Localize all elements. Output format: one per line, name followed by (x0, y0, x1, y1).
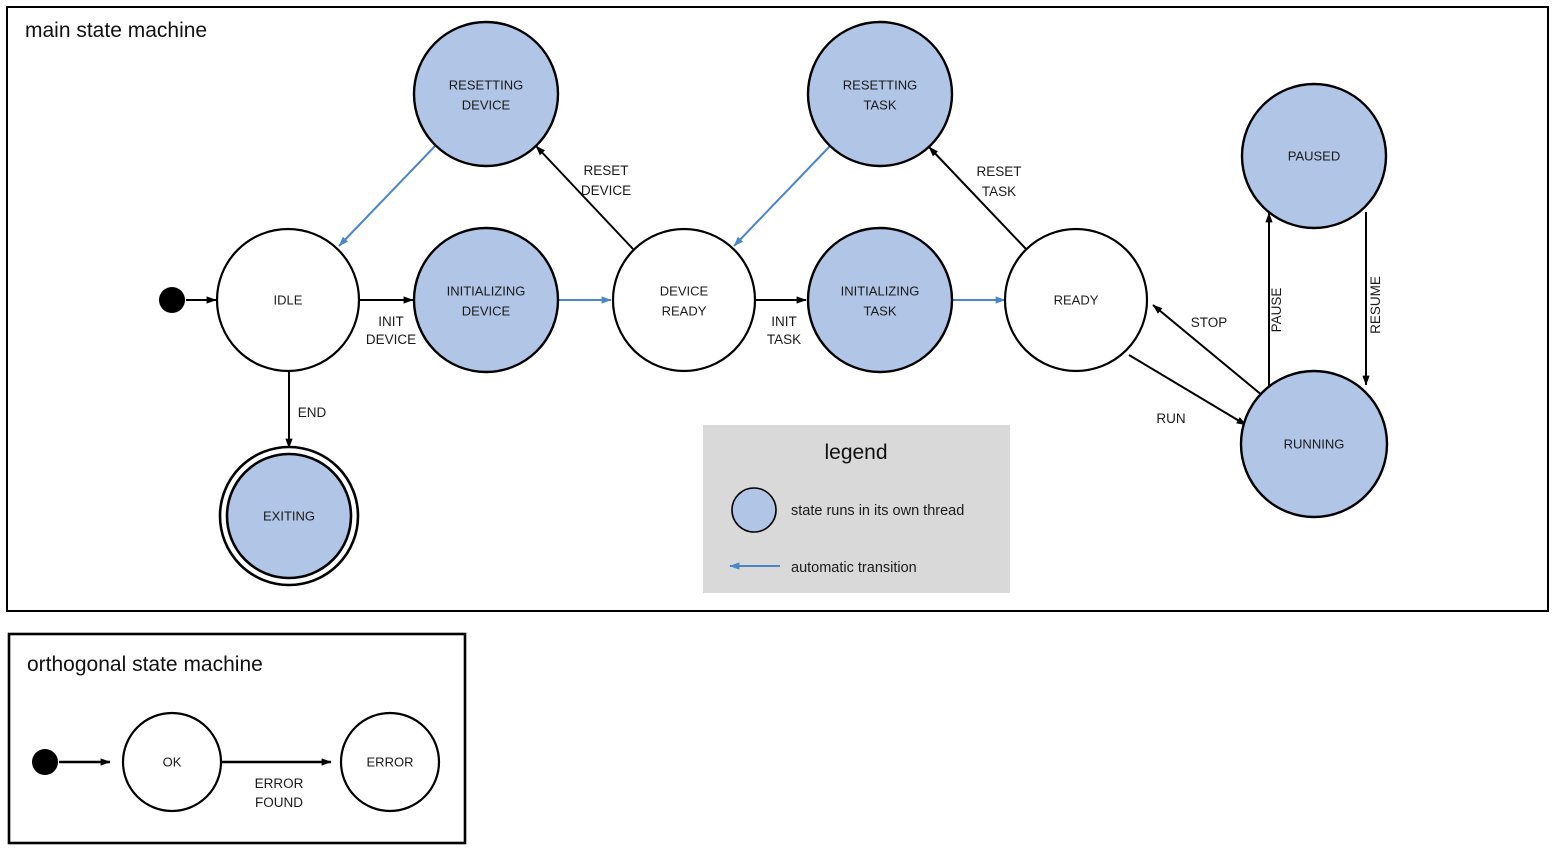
edge-label-end: END (298, 405, 327, 420)
state-label-initializing-device-line1: INITIALIZING (447, 283, 526, 298)
state-resetting-task[interactable]: RESETTING TASK (806, 20, 954, 168)
state-label-running: RUNNING (1284, 436, 1345, 451)
edge-running-to-paused: PAUSE (1265, 212, 1284, 400)
state-label-exiting: EXITING (263, 508, 315, 523)
state-label-resetting-task-line2: TASK (864, 97, 897, 112)
edge-label-reset-task-line1: RESET (976, 164, 1021, 179)
edge-running-to-ready: STOP (1152, 304, 1264, 397)
orthogonal-initial-state-dot (32, 749, 58, 775)
edge-label-resume: RESUME (1368, 276, 1383, 334)
edge-ready-to-running: RUN (1128, 354, 1247, 426)
state-exiting[interactable]: EXITING (218, 445, 360, 587)
edge-label-reset-task-line2: TASK (982, 184, 1016, 199)
edge-resetting-device-to-idle (338, 143, 438, 247)
edge-label-reset-device-line1: RESET (583, 163, 628, 178)
edge-idle-to-initializing-device: INIT DEVICE (358, 296, 416, 347)
state-ready[interactable]: READY (1003, 227, 1149, 373)
final-state-inner-ring (225, 452, 353, 580)
state-ok[interactable]: OK (121, 711, 223, 813)
state-initializing-task[interactable]: INITIALIZING TASK (806, 226, 954, 374)
edge-start-to-ok (32, 749, 111, 775)
legend-title: legend (824, 441, 887, 464)
orthogonal-state-machine-box: orthogonal state machine ERROR FOUND OK … (7, 632, 467, 845)
state-label-device-ready-line1: DEVICE (660, 283, 709, 298)
orthogonal-box-title: orthogonal state machine (27, 653, 263, 676)
legend-panel: legend state runs in its own thread auto… (703, 425, 1010, 593)
state-label-error: ERROR (367, 754, 414, 769)
legend-thread-swatch-icon (731, 487, 777, 533)
edge-ok-to-error: ERROR FOUND (222, 758, 332, 810)
state-resetting-device[interactable]: RESETTING DEVICE (412, 20, 560, 168)
state-label-resetting-device-line2: DEVICE (462, 97, 511, 112)
main-box-title: main state machine (25, 19, 207, 42)
state-label-initializing-task-line2: TASK (864, 303, 897, 318)
state-idle[interactable]: IDLE (215, 227, 361, 373)
initial-state-dot (159, 287, 185, 313)
state-label-resetting-task-line1: RESETTING (843, 77, 917, 92)
state-label-device-ready-line2: READY (662, 303, 707, 318)
edge-label-error-found-line1: ERROR (255, 776, 304, 791)
state-error[interactable]: ERROR (339, 711, 441, 813)
state-label-initializing-task-line1: INITIALIZING (841, 283, 920, 298)
state-label-resetting-device-line1: RESETTING (449, 77, 523, 92)
state-label-initializing-device-line2: DEVICE (462, 303, 511, 318)
edge-start-to-idle (159, 287, 217, 313)
state-device-ready[interactable]: DEVICE READY (611, 227, 757, 373)
edge-idle-to-exiting: END (285, 371, 327, 449)
state-running[interactable]: RUNNING (1239, 369, 1389, 519)
legend-auto-label: automatic transition (791, 560, 917, 576)
edge-label-stop: STOP (1191, 315, 1228, 330)
state-label-idle: IDLE (274, 292, 303, 307)
edge-device-ready-to-initializing-task: INIT TASK (755, 296, 807, 347)
state-paused[interactable]: PAUSED (1240, 82, 1388, 230)
edge-ready-to-resetting-task: RESET TASK (928, 146, 1027, 250)
edge-label-run: RUN (1156, 411, 1185, 426)
edge-label-error-found-line2: FOUND (255, 795, 303, 810)
edge-label-init-task-line1: INIT (771, 314, 797, 329)
edge-resetting-task-to-device-ready (733, 144, 832, 247)
edge-label-reset-device-line2: DEVICE (581, 183, 631, 198)
state-label-paused: PAUSED (1288, 148, 1341, 163)
edge-label-pause: PAUSE (1269, 288, 1284, 333)
legend-thread-label: state runs in its own thread (791, 503, 964, 519)
state-label-ready: READY (1054, 292, 1099, 307)
edge-label-init-device-line2: DEVICE (366, 332, 416, 347)
edge-device-ready-to-resetting-device: RESET DEVICE (535, 145, 634, 250)
state-initializing-device[interactable]: INITIALIZING DEVICE (412, 226, 560, 374)
edge-label-init-task-line2: TASK (767, 332, 801, 347)
edge-label-init-device-line1: INIT (378, 314, 404, 329)
edge-paused-to-running: RESUME (1362, 212, 1383, 386)
state-label-ok: OK (163, 754, 182, 769)
